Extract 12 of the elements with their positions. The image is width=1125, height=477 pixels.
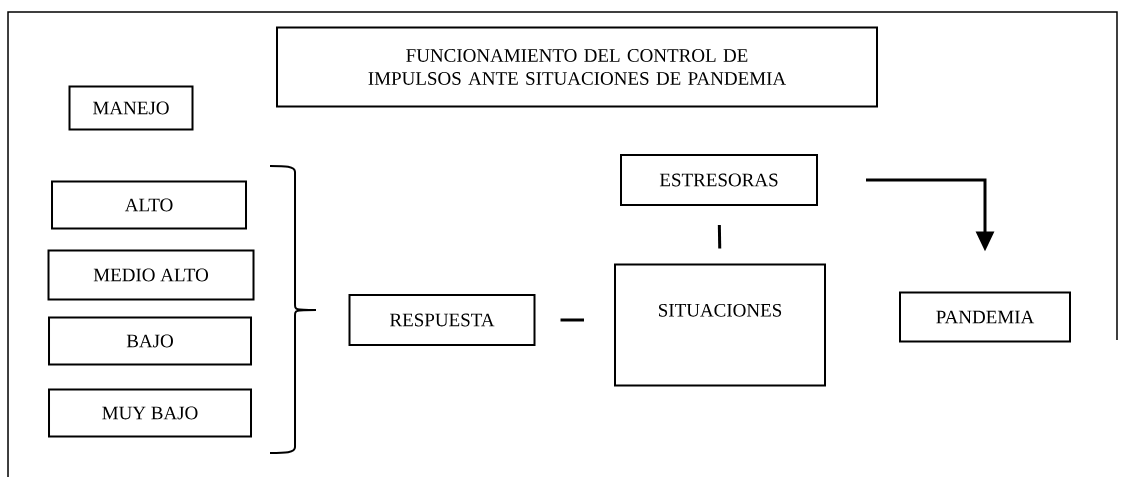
process-box: RESPUESTA (348, 294, 536, 346)
process-box: MANEJO (68, 85, 194, 131)
process-box: SITUACIONES (614, 263, 826, 387)
title-box: FUNCIONAMIENTO DEL CONTROL DE IMPULSOS ANTE SITUACIONES DE PANDEMIA (276, 26, 878, 108)
connector-line (560, 318, 584, 322)
process-box: MEDIO ALTO (47, 249, 255, 301)
connector-line (717, 224, 722, 249)
process-box: ALTO (51, 180, 247, 230)
process-box: PANDEMIA (899, 291, 1071, 343)
process-box: MUY BAJO (48, 388, 252, 438)
process-box: BAJO (48, 316, 252, 366)
process-box: ESTRESORAS (620, 154, 818, 206)
